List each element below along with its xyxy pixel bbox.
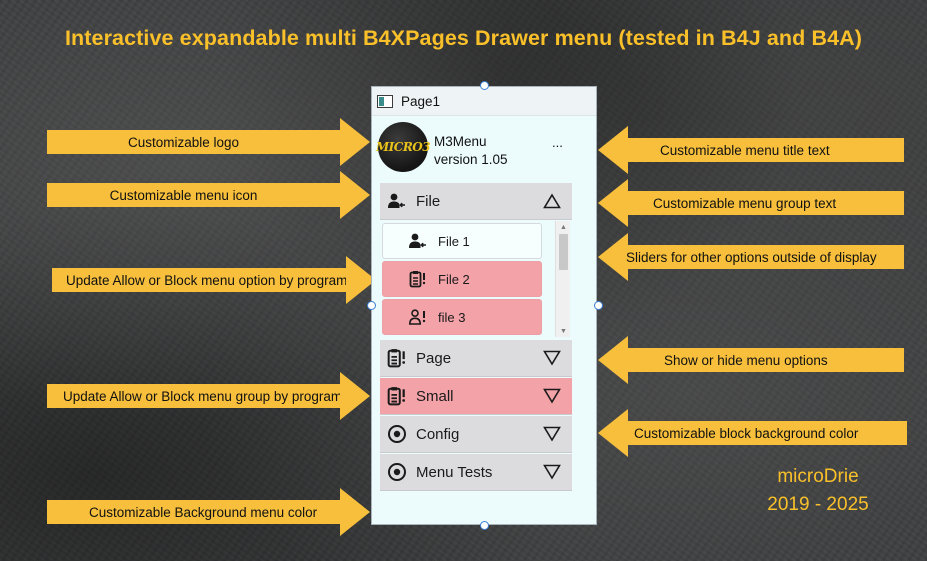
menu-group-label: Menu Tests [416,463,493,481]
arrow-left-icon [598,179,628,227]
callout-logo-text: Customizable logo [47,130,340,154]
callout-background-color: Customizable Background menu color [47,488,370,536]
callout-logo: Customizable logo [47,118,370,166]
callout-allow-block-group-text: Update Allow or Block menu group by prog… [47,384,342,408]
clipboard-alert-icon [386,348,408,368]
menu-version: version 1.05 [434,152,508,167]
callout-menu-icon-text: Customizable menu icon [47,183,340,207]
triangle-down-icon[interactable] [542,388,562,404]
person-arrow-icon [386,193,408,209]
arrow-right-icon [340,488,370,536]
window-title: Page1 [401,93,441,109]
callout-menu-group-text: Customizable menu group text [626,191,904,215]
arrow-right-icon [340,372,370,420]
menu-group-file[interactable]: File [380,183,572,220]
resize-handle-top[interactable] [480,81,489,90]
callout-background-color-text: Customizable Background menu color [47,500,340,524]
resize-handle-bottom[interactable] [480,521,489,530]
menu-group-label: File [416,192,441,210]
menu-item-file-3[interactable]: file 3 [382,299,542,335]
callout-menu-group: Customizable menu group text [598,179,904,227]
menu-item-label: File 2 [438,271,470,287]
menu-group-page[interactable]: Page [380,340,572,377]
callout-menu-icon: Customizable menu icon [47,171,370,219]
resize-handle-left[interactable] [367,301,376,310]
scroll-up-icon[interactable]: ▲ [560,223,567,231]
triangle-up-icon[interactable] [542,193,562,209]
callout-sliders: Sliders for other options outside of dis… [598,233,904,281]
scroll-thumb[interactable] [559,234,568,270]
credit-years: 2019 - 2025 [767,494,869,515]
credit-name: microDrie [777,466,859,487]
arrow-left-icon [598,126,628,174]
callout-menu-title-text: Customizable menu title text [626,138,904,162]
menu-item-file-2[interactable]: File 2 [382,261,542,297]
menu-item-label: file 3 [438,309,466,325]
menu-group-label: Page [416,349,452,367]
callout-allow-block-option-text: Update Allow or Block menu option by pro… [52,268,347,292]
callout-menu-title: Customizable menu title text [598,126,904,174]
arrow-left-icon [598,336,628,384]
resize-handle-right[interactable] [594,301,603,310]
arrow-left-icon [598,409,628,457]
menu-title: M3Menu version 1.05 [434,133,508,169]
scroll-down-icon[interactable]: ▼ [560,327,567,335]
menu-group-config[interactable]: Config [380,416,572,453]
callout-sliders-text: Sliders for other options outside of dis… [626,245,904,269]
callout-block-color-text: Customizable block background color [626,421,907,445]
person-arrow-icon [407,233,429,249]
menu-item-label: File 1 [438,233,470,249]
person-outline-alert-icon [407,309,429,325]
triangle-down-icon[interactable] [542,350,562,366]
menu-group-menu-tests[interactable]: Menu Tests [380,454,572,491]
callout-show-hide-text: Show or hide menu options [626,348,904,372]
menu-group-label: Small [416,387,454,405]
menu-group-small[interactable]: Small [380,378,572,415]
menu-item-file-1[interactable]: File 1 [382,223,542,259]
menu-header: MICRO3 M3Menu version 1.05 ... [372,117,596,181]
app-window: Page1 MICRO3 M3Menu version 1.05 ... Fil… [371,86,597,525]
radio-icon [386,424,408,444]
callout-show-hide: Show or hide menu options [598,336,904,384]
arrow-right-icon [340,171,370,219]
window-icon [377,94,393,108]
triangle-down-icon[interactable] [542,464,562,480]
arrow-right-icon [340,118,370,166]
page-title: Interactive expandable multi B4XPages Dr… [64,26,863,50]
radio-icon [386,462,408,482]
menu-group-label: Config [416,425,460,443]
callout-block-color: Customizable block background color [598,409,907,457]
callout-allow-block-group: Update Allow or Block menu group by prog… [47,372,370,420]
arrow-left-icon [598,233,628,281]
more-options-button[interactable]: ... [552,135,563,150]
menu-name: M3Menu [434,134,487,149]
vertical-scrollbar[interactable]: ▲ ▼ [555,221,570,337]
menu-list: File File 1 File 2 file 3 ▲ [380,183,572,495]
triangle-down-icon[interactable] [542,426,562,442]
window-titlebar[interactable]: Page1 [372,87,596,116]
logo: MICRO3 [376,122,431,172]
clipboard-alert-icon [386,386,408,406]
callout-allow-block-option: Update Allow or Block menu option by pro… [52,256,376,304]
clipboard-alert-icon [407,270,429,288]
